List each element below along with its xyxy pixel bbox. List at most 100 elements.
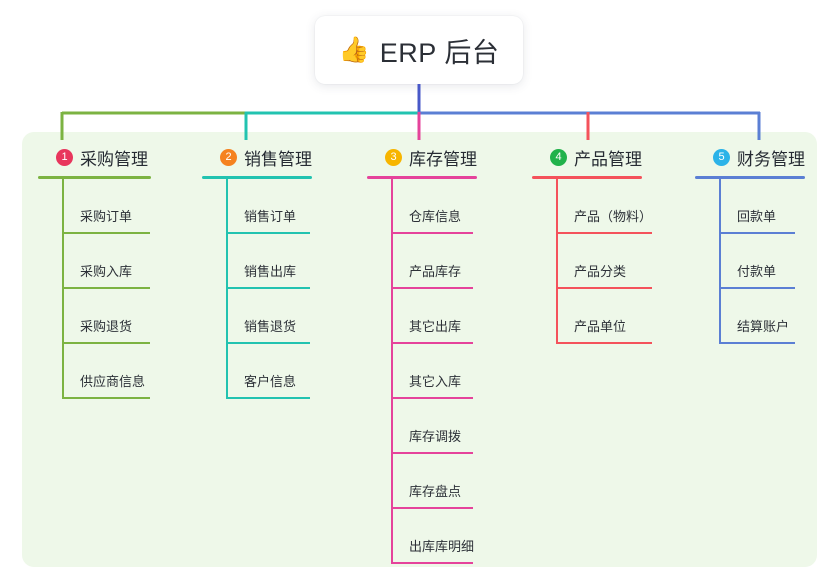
- branch-item[interactable]: 库存盘点: [391, 454, 477, 509]
- branch-spine: [62, 179, 64, 399]
- branch-item-underline: [391, 507, 473, 509]
- branch-item[interactable]: 产品单位: [556, 289, 652, 344]
- branch-item-underline: [719, 232, 795, 234]
- branch-spine: [391, 179, 393, 564]
- branch-item[interactable]: 产品（物料）: [556, 179, 652, 234]
- root-node-title: ERP 后台: [379, 37, 500, 68]
- branch-column-2[interactable]: 2 销售管理销售订单销售出库销售退货客户信息: [202, 144, 312, 399]
- branch-item-underline: [62, 287, 150, 289]
- branch-item-list: 产品（物料） 产品分类产品单位: [532, 179, 652, 344]
- branch-header-2[interactable]: 2 销售管理: [202, 144, 312, 170]
- branch-item-label: 产品库存: [409, 264, 462, 279]
- branch-item-label: 其它出库: [409, 319, 462, 334]
- branch-column-5[interactable]: 5 财务管理回款单付款单结算账户: [695, 144, 805, 344]
- branch-item-label: 采购入库: [80, 264, 133, 279]
- branch-number-badge: 1: [56, 148, 73, 166]
- branch-item-label: 付款单: [737, 264, 777, 279]
- branch-item-underline: [62, 397, 150, 399]
- branch-number-badge: 4: [550, 148, 567, 166]
- branch-item-label: 产品（物料）: [574, 209, 653, 224]
- branch-item-label: 采购退货: [80, 319, 133, 334]
- branch-item-underline: [226, 397, 310, 399]
- branch-item[interactable]: 采购订单: [62, 179, 151, 234]
- branch-item[interactable]: 出库库明细: [391, 509, 477, 564]
- branch-column-3[interactable]: 3 库存管理仓库信息产品库存其它出库其它入库库存调拨库存盘点出库库明细: [367, 144, 477, 564]
- branch-title: 库存管理: [409, 149, 477, 169]
- branch-item-label: 仓库信息: [409, 209, 462, 224]
- branch-item-label: 销售退货: [244, 319, 297, 334]
- branch-title: 销售管理: [244, 149, 312, 169]
- branch-item-underline: [226, 342, 310, 344]
- branch-underline: [38, 176, 151, 179]
- branch-underline: [367, 176, 477, 179]
- branch-item[interactable]: 销售出库: [226, 234, 312, 289]
- branch-item-underline: [226, 287, 310, 289]
- branch-item[interactable]: 产品库存: [391, 234, 477, 289]
- branch-item[interactable]: 客户信息: [226, 344, 312, 399]
- branch-underline: [532, 176, 642, 179]
- branch-item-list: 采购订单采购入库采购退货供应商信息: [38, 179, 151, 399]
- branch-item-label: 采购订单: [80, 209, 133, 224]
- branch-item[interactable]: 仓库信息: [391, 179, 477, 234]
- branch-item-underline: [391, 562, 473, 564]
- branch-item-label: 产品分类: [574, 264, 627, 279]
- branch-item-underline: [226, 232, 310, 234]
- branch-title: 产品管理: [574, 149, 642, 169]
- branch-item[interactable]: 供应商信息: [62, 344, 151, 399]
- branch-item-underline: [391, 397, 473, 399]
- branch-item-label: 库存调拨: [409, 429, 462, 444]
- branch-item-underline: [62, 342, 150, 344]
- branch-item[interactable]: 销售退货: [226, 289, 312, 344]
- branch-item-label: 库存盘点: [409, 484, 462, 499]
- branch-item-underline: [719, 287, 795, 289]
- branch-item-underline: [391, 232, 473, 234]
- branch-spine: [719, 179, 721, 344]
- branch-item-underline: [719, 342, 795, 344]
- branch-number-badge: 2: [220, 148, 237, 166]
- branches-panel: [22, 132, 817, 567]
- branch-item[interactable]: 产品分类: [556, 234, 652, 289]
- branch-spine: [556, 179, 558, 344]
- branch-number-badge: 3: [385, 148, 402, 166]
- branch-header-3[interactable]: 3 库存管理: [367, 144, 477, 170]
- branch-header-4[interactable]: 4 产品管理: [532, 144, 642, 170]
- branch-header-1[interactable]: 1 采购管理: [38, 144, 151, 170]
- branch-spine: [226, 179, 228, 399]
- branch-item-underline: [556, 342, 652, 344]
- branch-item-underline: [556, 232, 652, 234]
- branch-item[interactable]: 其它出库: [391, 289, 477, 344]
- branch-number-badge: 5: [713, 148, 730, 166]
- branch-column-1[interactable]: 1 采购管理采购订单采购入库采购退货供应商信息: [38, 144, 151, 399]
- branch-item-underline: [62, 232, 150, 234]
- branch-item-underline: [391, 287, 473, 289]
- thumbs-up-icon: 👍: [338, 35, 370, 64]
- root-node-content: 👍 ERP 后台: [339, 31, 500, 70]
- branch-item-label: 销售订单: [244, 209, 297, 224]
- branch-item-label: 出库库明细: [409, 539, 475, 554]
- branch-title: 采购管理: [80, 149, 148, 169]
- branch-item[interactable]: 付款单: [719, 234, 805, 289]
- branch-item-label: 客户信息: [244, 374, 297, 389]
- branch-column-4[interactable]: 4 产品管理产品（物料） 产品分类产品单位: [532, 144, 652, 344]
- branch-item-list: 仓库信息产品库存其它出库其它入库库存调拨库存盘点出库库明细: [367, 179, 477, 564]
- branch-header-5[interactable]: 5 财务管理: [695, 144, 805, 170]
- branch-item-label: 产品单位: [574, 319, 627, 334]
- branch-item[interactable]: 采购退货: [62, 289, 151, 344]
- branch-item[interactable]: 回款单: [719, 179, 805, 234]
- branch-item[interactable]: 结算账户: [719, 289, 805, 344]
- branch-item[interactable]: 其它入库: [391, 344, 477, 399]
- branch-item[interactable]: 采购入库: [62, 234, 151, 289]
- branch-item-underline: [556, 287, 652, 289]
- branch-item[interactable]: 库存调拨: [391, 399, 477, 454]
- branch-title: 财务管理: [737, 149, 805, 169]
- branch-underline: [202, 176, 312, 179]
- branch-item-label: 回款单: [737, 209, 777, 224]
- branch-item-label: 其它入库: [409, 374, 462, 389]
- branch-item[interactable]: 销售订单: [226, 179, 312, 234]
- root-node-card[interactable]: 👍 ERP 后台: [315, 16, 523, 84]
- branch-item-underline: [391, 452, 473, 454]
- branch-item-label: 结算账户: [737, 319, 790, 334]
- branch-item-list: 回款单付款单结算账户: [695, 179, 805, 344]
- branch-item-underline: [391, 342, 473, 344]
